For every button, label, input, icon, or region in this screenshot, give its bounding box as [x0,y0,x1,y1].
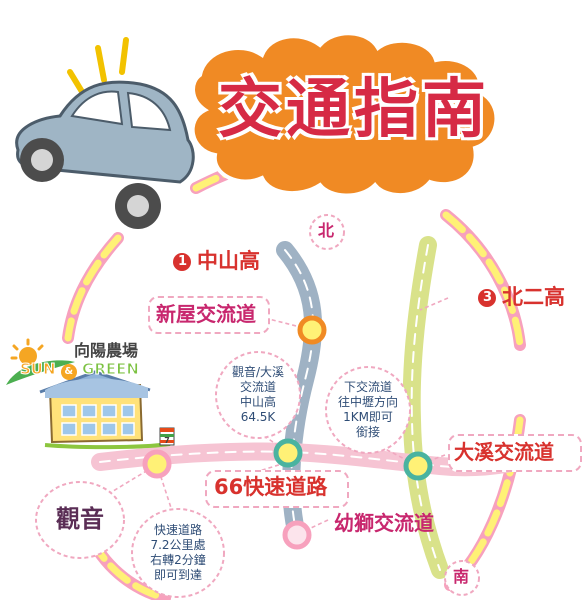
note-line: 往中壢方向 [337,395,398,409]
interchange-xinwu: 新屋交流道 [156,302,256,326]
convenience-store-icon: 7 [159,427,175,446]
note-line: 1KM即可 [343,410,393,424]
car-illustration [15,37,195,229]
highway-second-northern: 北二高 [502,285,565,309]
note-exit-direction: 下交流道 往中壢方向 1KM即可 銜接 [328,380,408,440]
highway-badge-1 [173,253,191,271]
note-line: 快速道路 [153,523,202,537]
page-title: 交通指南 [218,73,490,147]
highway-number-3: 3 [483,290,493,305]
svg-text:7: 7 [164,436,170,445]
highway-number-1: 1 [178,254,188,269]
north-badge [309,214,345,250]
farm-brand-sun: SUN [20,360,57,378]
highway-badge-3 [478,289,496,307]
town-guanyin: 觀音 [56,505,104,533]
node-xinwu [297,315,327,345]
note-line: 下交流道 [343,380,392,394]
note-line: 交流道 [239,380,276,394]
interchange-daxi: 大溪交流道 [454,440,554,464]
yellow-arc-left-core [64,234,122,342]
note-bubbles [35,351,411,598]
road-second-northern-highway [402,236,449,579]
note-line: 右轉2分鐘 [150,553,206,567]
farm-brand-green: GREEN [82,360,140,378]
expressway-66: 66快速道路 [214,475,328,499]
farm-brand: SUN & GREEN [20,360,140,380]
note-express-distance: 快速道路 7.2公里處 右轉2分鐘 即可到達 [136,523,220,583]
interchange-nodes [142,315,433,550]
yellow-arc-left [62,232,124,344]
note-line: 64.5K [240,410,276,424]
yellow-arc-right [440,209,526,351]
note-line: 中山高 [239,395,276,409]
node-youshi [282,520,312,550]
farm-logo-icon [6,338,75,385]
note-line: 銜接 [355,425,380,439]
farm-brand-and: & [60,364,77,380]
node-guanyin [142,449,172,479]
farm-name-chinese: 向陽農場 [74,341,139,360]
farm-building-illustration [39,370,171,450]
note-line: 觀音/大溪 [231,365,285,379]
compass-north: 北 [318,221,335,240]
note-line: 即可到達 [153,568,202,582]
node-66-second [403,451,433,481]
south-badge [444,560,480,596]
title-cloud [190,31,499,198]
node-66-zhongshan [273,438,303,468]
compass-south: 南 [453,567,470,586]
yellow-arc-right-core [442,211,524,349]
note-line: 7.2公里處 [150,538,206,552]
interchange-youshi: 幼獅交流道 [334,511,434,535]
highway-zhongshan: 中山高 [197,249,260,273]
note-guanyin-daxi: 觀音/大溪 交流道 中山高 64.5K [220,365,296,425]
